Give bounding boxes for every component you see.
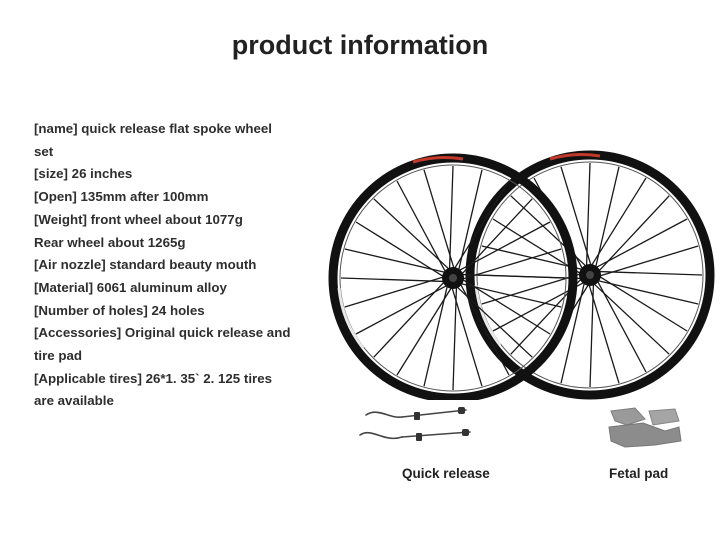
spec-list: [name] quick release flat spoke wheel se…	[34, 118, 324, 413]
page-title: product information	[231, 30, 489, 60]
wheelset-image	[328, 150, 715, 400]
spec-line: [name] quick release flat spoke wheel	[34, 121, 272, 136]
spec-line: [Number of holes] 24 holes	[34, 302, 205, 318]
spec-line: [Material] 6061 aluminum alloy	[34, 279, 227, 295]
caption-fetal-pad: Fetal pad	[609, 466, 669, 481]
quick-release-image	[359, 407, 471, 441]
spec-line: Rear wheel about 1265g	[34, 234, 186, 250]
spec-line: [Weight] front wheel about 1077g	[34, 211, 243, 227]
spec-line: [Air nozzle] standard beauty mouth	[34, 257, 257, 273]
spec-line: [Accessories] Original quick release and	[34, 325, 291, 341]
front-wheel	[328, 153, 578, 400]
rear-wheel	[465, 150, 715, 400]
spec-line: set	[34, 143, 54, 159]
spec-line: are available	[34, 393, 114, 409]
tire-pad-image	[608, 407, 682, 448]
spec-line: [size] 26 inches	[34, 166, 133, 182]
spec-line: tire pad	[34, 348, 83, 364]
caption-quick-release: Quick release	[402, 466, 490, 481]
spec-line: [Applicable tires] 26*1. 35` 2. 125 tire…	[34, 370, 272, 386]
spec-line: [Open] 135mm after 100mm	[34, 189, 209, 205]
